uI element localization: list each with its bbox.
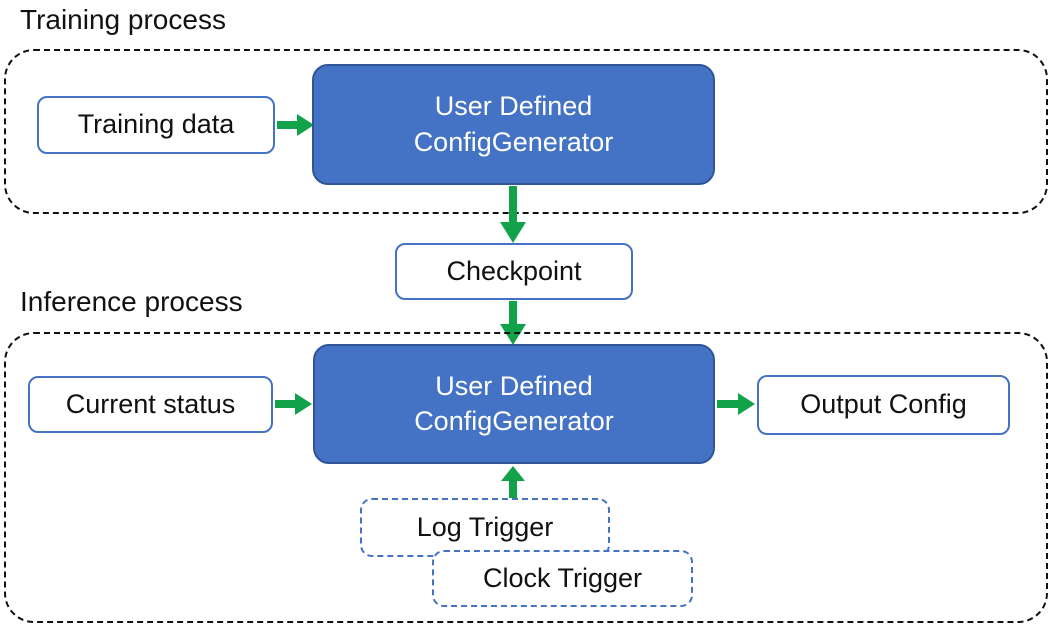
arrow-trigger-to-generator-shaft: [509, 480, 517, 498]
training-data-node: Training data: [37, 96, 275, 154]
current-status-label: Current status: [65, 388, 236, 419]
training-config-generator-line2: ConfigGenerator: [413, 126, 614, 157]
arrow-checkpoint-to-inference-shaft: [509, 301, 517, 325]
checkpoint-label: Checkpoint: [446, 255, 582, 286]
checkpoint-node: Checkpoint: [395, 243, 633, 300]
log-trigger-label: Log Trigger: [416, 511, 554, 542]
arrow-checkpoint-to-inference-head: [500, 324, 526, 345]
arrow-trigger-to-generator-head: [501, 466, 525, 481]
training-process-container: [4, 49, 1048, 214]
output-config-label: Output Config: [800, 389, 967, 420]
log-trigger-node: Log Trigger: [360, 498, 610, 557]
training-config-generator-node: User Defined ConfigGenerator: [312, 64, 715, 185]
inference-config-generator-line2: ConfigGenerator: [414, 406, 614, 436]
training-section-label: Training process: [20, 4, 226, 35]
arrow-generator-to-output-shaft: [717, 400, 740, 408]
training-data-label: Training data: [77, 109, 235, 140]
current-status-node: Current status: [28, 376, 273, 433]
clock-trigger-label: Clock Trigger: [482, 562, 643, 593]
arrow-generator-to-checkpoint-shaft: [509, 186, 517, 223]
training-config-generator-line1: User Defined: [434, 91, 593, 122]
arrow-current-status-to-generator-shaft: [275, 400, 297, 408]
clock-trigger-node: Clock Trigger: [432, 550, 693, 607]
arrow-current-status-to-generator-head: [295, 393, 312, 415]
arrow-generator-to-checkpoint-head: [500, 222, 526, 243]
inference-section-label: Inference process: [20, 286, 243, 317]
output-config-node: Output Config: [757, 375, 1010, 435]
arrow-training-data-to-generator-shaft: [277, 121, 299, 129]
inference-process-container: [4, 332, 1048, 623]
arrow-generator-to-output-head: [738, 393, 755, 415]
inference-config-generator-line1: User Defined: [435, 370, 593, 401]
arrow-training-data-to-generator-head: [297, 114, 314, 136]
inference-config-generator-node: User Defined ConfigGenerator: [313, 344, 715, 464]
